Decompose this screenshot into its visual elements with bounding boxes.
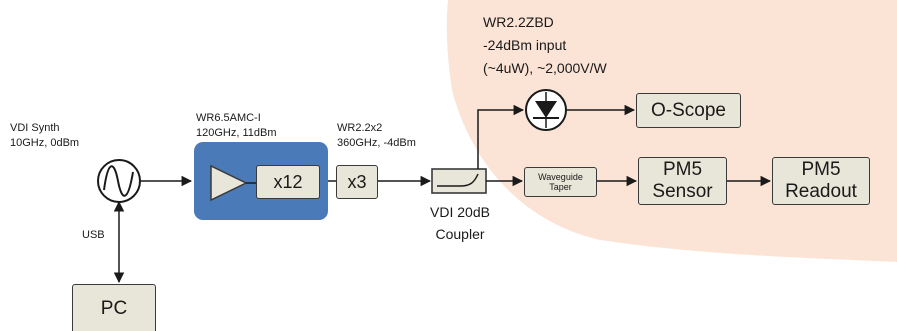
pm5-sensor-label-line1: PM5 <box>662 159 703 181</box>
pc-label: PC <box>100 298 128 320</box>
amplifier-triangle <box>210 164 248 202</box>
multiplier-x12-label: x12 <box>273 171 303 192</box>
taper-label-line2: Taper <box>549 182 572 192</box>
pm5-sensor-box: PM5 Sensor <box>638 157 727 205</box>
pm5-readout-label-line1: PM5 <box>801 159 841 181</box>
tripler-x3-label: x3 <box>347 171 367 192</box>
detector-diode-symbol <box>525 89 567 131</box>
coupler-type-label: Coupler <box>435 226 485 242</box>
synth-name-label: VDI Synth <box>10 122 60 134</box>
tripler-model-label: WR2.2x2 <box>337 122 383 134</box>
oscope-label: O-Scope <box>651 99 726 121</box>
tripler-x3-box: x3 <box>336 165 378 199</box>
oscope-box: O-Scope <box>636 93 741 128</box>
pm5-sensor-label-line2: Sensor <box>652 181 713 202</box>
tripler-params-label: 360GHz, -4dBm <box>337 137 416 149</box>
pm5-readout-label-line2: Readout <box>785 181 857 202</box>
synth-params-label: 10GHz, 0dBm <box>10 137 80 149</box>
usb-label: USB <box>82 229 105 241</box>
multiplier-x12-box: x12 <box>256 165 320 199</box>
signal-synthesizer-symbol <box>97 159 141 203</box>
amc-params-label: 120GHz, 11dBm <box>196 127 277 139</box>
detector-responsivity-label: (~4uW), ~2,000V/W <box>483 60 607 76</box>
coupler-name-label: VDI 20dB <box>430 204 490 220</box>
taper-label-line1: Waveguide <box>538 171 583 182</box>
detector-model-label: WR2.2ZBD <box>483 14 554 30</box>
connection-lines <box>113 104 772 284</box>
pc-box: PC <box>72 284 156 331</box>
directional-coupler-symbol <box>431 168 487 194</box>
pm5-readout-box: PM5 Readout <box>772 157 870 205</box>
detector-input-label: -24dBm input <box>483 37 567 53</box>
amc-model-label: WR6.5AMC-I <box>196 112 261 124</box>
waveguide-taper-box: Waveguide Taper <box>524 167 597 197</box>
